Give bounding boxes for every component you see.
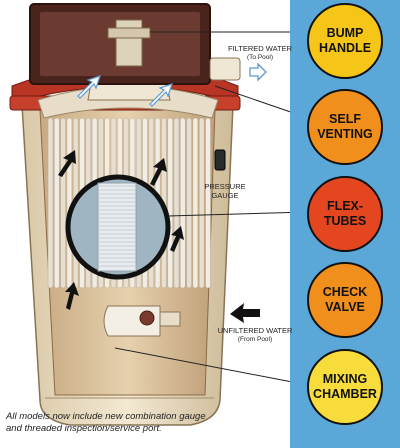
flex-tube (173, 117, 180, 289)
badge-bump-handle: BUMP HANDLE (307, 3, 383, 79)
label-filtered-water-sub: (To Pool) (246, 54, 273, 61)
badge-bump-handle-text: BUMP HANDLE (318, 26, 372, 55)
badge-self-venting-text: SELF VENTING (317, 112, 373, 141)
flow-arrow-right (149, 83, 173, 107)
flex-tube (186, 117, 192, 289)
flow-arrow-upper-left (58, 150, 76, 177)
label-unfiltered-water: UNFILTERED WATER (217, 326, 293, 335)
flex-tube (66, 117, 73, 289)
bump-handle-cap (107, 27, 151, 39)
bump-handle-stem (115, 19, 143, 67)
badge-mixing-chamber-text: MIXING CHAMBER (313, 372, 377, 401)
label-unfiltered-water-sub: (From Pool) (237, 336, 273, 343)
pointer-mixing-chamber (114, 347, 309, 386)
badge-check-valve: CHECK VALVE (307, 262, 383, 338)
flex-tube (54, 117, 60, 289)
outlet-port (209, 57, 241, 81)
flow-arrow-lower-left (65, 282, 79, 310)
badge-self-venting: SELF VENTING (307, 89, 383, 165)
flex-tube (205, 117, 211, 289)
pointer-flex-tubes (167, 211, 309, 217)
inlet-pipe (159, 311, 181, 327)
flex-tube (47, 117, 54, 289)
caption-text: All models now include new combination g… (6, 411, 206, 434)
badge-mixing-chamber: MIXING CHAMBER (307, 349, 383, 425)
flex-tube (180, 117, 186, 289)
flow-arrow-mid-right (170, 226, 184, 252)
flex-tube (198, 117, 205, 289)
flow-arrow-left (77, 75, 101, 99)
pressure-gauge (214, 149, 226, 171)
flex-tube (60, 117, 66, 289)
badge-flex-tubes-text: FLEX- TUBES (323, 199, 367, 228)
badge-check-valve-text: CHECK VALVE (322, 285, 368, 314)
flex-tube (167, 117, 173, 289)
label-filtered-water: FILTERED WATER (227, 44, 293, 53)
badge-flex-tubes: FLEX- TUBES (307, 176, 383, 252)
flow-arrow-upper-right (150, 158, 167, 186)
filtered-water-arrow (249, 62, 267, 82)
check-valve-port (139, 310, 155, 326)
unfiltered-water-arrow (230, 303, 260, 323)
flex-tube (192, 117, 199, 289)
label-pressure-gauge: PRESSURE GAUGE (204, 182, 246, 200)
